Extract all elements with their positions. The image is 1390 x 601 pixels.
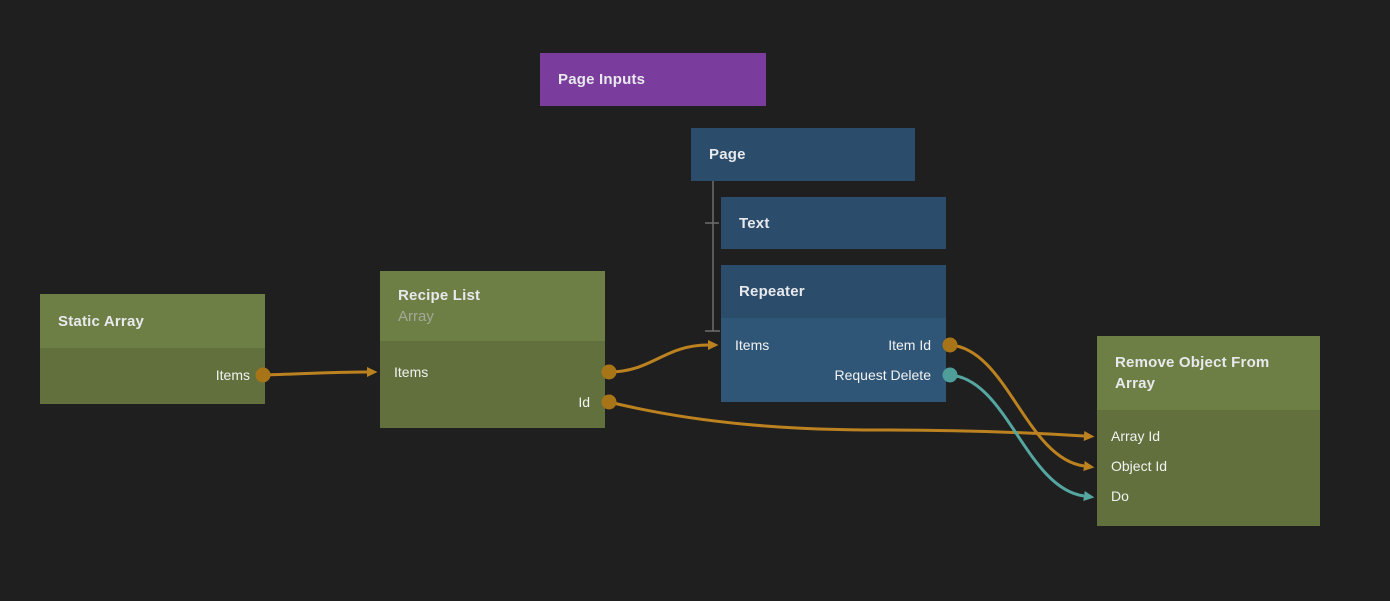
connection-repeater-item-id-to-remove-object-id[interactable] bbox=[949, 343, 1095, 471]
connection-recipe-list-items-to-repeater-items[interactable] bbox=[608, 340, 719, 374]
port-repeater-request-delete-output[interactable]: Request Delete bbox=[834, 367, 931, 383]
port-repeater-item-id-output[interactable]: Item Id bbox=[888, 337, 931, 353]
port-remove-array-id-input[interactable]: Array Id bbox=[1111, 428, 1161, 444]
node-static-array-ports: Items bbox=[40, 348, 265, 404]
port-remove-object-id-input[interactable]: Object Id bbox=[1111, 458, 1168, 474]
node-title: Static Array bbox=[58, 312, 145, 330]
node-title: Page bbox=[709, 146, 746, 163]
node-recipe-list-ports: Items Id bbox=[380, 341, 605, 428]
node-page-inputs-header[interactable]: Page Inputs bbox=[540, 53, 766, 106]
port-recipe-list-items[interactable]: Items bbox=[394, 364, 429, 380]
node-repeater-header[interactable]: Repeater bbox=[721, 265, 946, 318]
port-remove-do-input[interactable]: Do bbox=[1111, 488, 1129, 504]
node-remove-header[interactable]: Remove Object From Array bbox=[1097, 336, 1320, 410]
node-remove-object-from-array[interactable]: Remove Object From Array Array Id Object… bbox=[1097, 336, 1320, 526]
node-page[interactable]: Page bbox=[691, 128, 915, 181]
node-title: Repeater bbox=[739, 283, 805, 300]
node-text[interactable]: Text bbox=[721, 197, 946, 249]
port-recipe-list-id-output[interactable]: Id bbox=[578, 394, 590, 410]
node-title: Recipe List bbox=[398, 286, 481, 304]
node-page-header[interactable]: Page bbox=[691, 128, 915, 181]
node-subtitle: Array bbox=[398, 307, 434, 325]
node-title: Page Inputs bbox=[558, 71, 646, 88]
node-recipe-list[interactable]: Recipe List Array Items Id bbox=[380, 271, 605, 428]
hierarchy-connector-page-children bbox=[705, 181, 720, 332]
node-static-array-header[interactable]: Static Array bbox=[40, 294, 265, 348]
node-text-header[interactable]: Text bbox=[721, 197, 946, 249]
node-repeater[interactable]: Repeater Items Item Id Request Delete bbox=[721, 265, 946, 402]
node-title: Remove Object From Array bbox=[1115, 354, 1270, 392]
node-repeater-ports: Items Item Id Request Delete bbox=[721, 318, 946, 402]
connection-recipe-list-id-to-remove-array-id[interactable] bbox=[608, 400, 1095, 441]
node-recipe-list-header[interactable]: Recipe List Array bbox=[380, 271, 605, 341]
node-remove-ports: Array Id Object Id Do bbox=[1097, 410, 1320, 526]
node-static-array[interactable]: Static Array Items bbox=[40, 294, 265, 404]
node-page-inputs[interactable]: Page Inputs bbox=[540, 53, 766, 106]
connection-static-array-items-to-recipe-list-items[interactable] bbox=[262, 367, 378, 377]
port-repeater-items-input[interactable]: Items bbox=[735, 337, 770, 353]
port-static-array-items-output[interactable]: Items bbox=[215, 367, 250, 383]
connection-repeater-request-delete-to-remove-do[interactable] bbox=[949, 373, 1095, 501]
node-title: Text bbox=[739, 214, 770, 232]
